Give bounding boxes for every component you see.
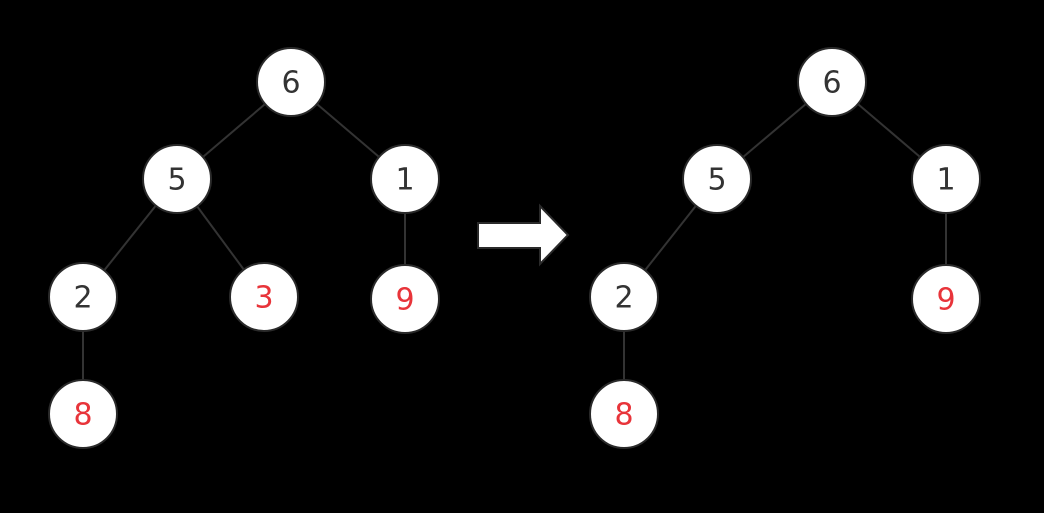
tree-node: 8 (48, 379, 118, 449)
node-label: 9 (936, 283, 955, 318)
tree-node: 9 (370, 264, 440, 334)
node-label: 6 (281, 66, 300, 101)
tree-edge (103, 204, 157, 272)
node-label: 8 (614, 398, 633, 433)
node-circle (589, 262, 659, 332)
tree-node: 6 (256, 47, 326, 117)
tree-node: 3 (229, 262, 299, 332)
node-circle (48, 262, 118, 332)
node-circle (142, 144, 212, 214)
node-circle (256, 47, 326, 117)
node-label: 1 (936, 163, 955, 198)
node-label: 2 (614, 281, 633, 316)
tree-edge (316, 103, 380, 158)
tree-edge (857, 103, 921, 158)
tree-before: 6 5 1 2 3 9 8 (48, 47, 440, 449)
node-circle (370, 144, 440, 214)
node-label: 6 (822, 66, 841, 101)
node-circle (370, 264, 440, 334)
node-label: 8 (73, 398, 92, 433)
node-circle (911, 264, 981, 334)
node-circle (682, 144, 752, 214)
tree-edge (196, 205, 245, 271)
tree-edge (202, 103, 266, 158)
tree-node: 8 (589, 379, 659, 449)
tree-after: 6 5 1 2 9 8 (589, 47, 981, 449)
node-label: 5 (167, 163, 186, 198)
tree-node: 5 (142, 144, 212, 214)
tree-node: 9 (911, 264, 981, 334)
node-label: 2 (73, 281, 92, 316)
node-circle (911, 144, 981, 214)
node-circle (797, 47, 867, 117)
node-circle (589, 379, 659, 449)
tree-node: 1 (370, 144, 440, 214)
tree-node: 2 (48, 262, 118, 332)
tree-node: 5 (682, 144, 752, 214)
tree-edge (742, 103, 807, 158)
node-label: 3 (254, 281, 273, 316)
tree-node: 1 (911, 144, 981, 214)
tree-node: 2 (589, 262, 659, 332)
node-circle (229, 262, 299, 332)
tree-node: 6 (797, 47, 867, 117)
node-label: 9 (395, 283, 414, 318)
node-label: 5 (707, 163, 726, 198)
node-label: 1 (395, 163, 414, 198)
right-arrow-icon (477, 203, 570, 267)
tree-edge (644, 205, 697, 271)
node-circle (48, 379, 118, 449)
